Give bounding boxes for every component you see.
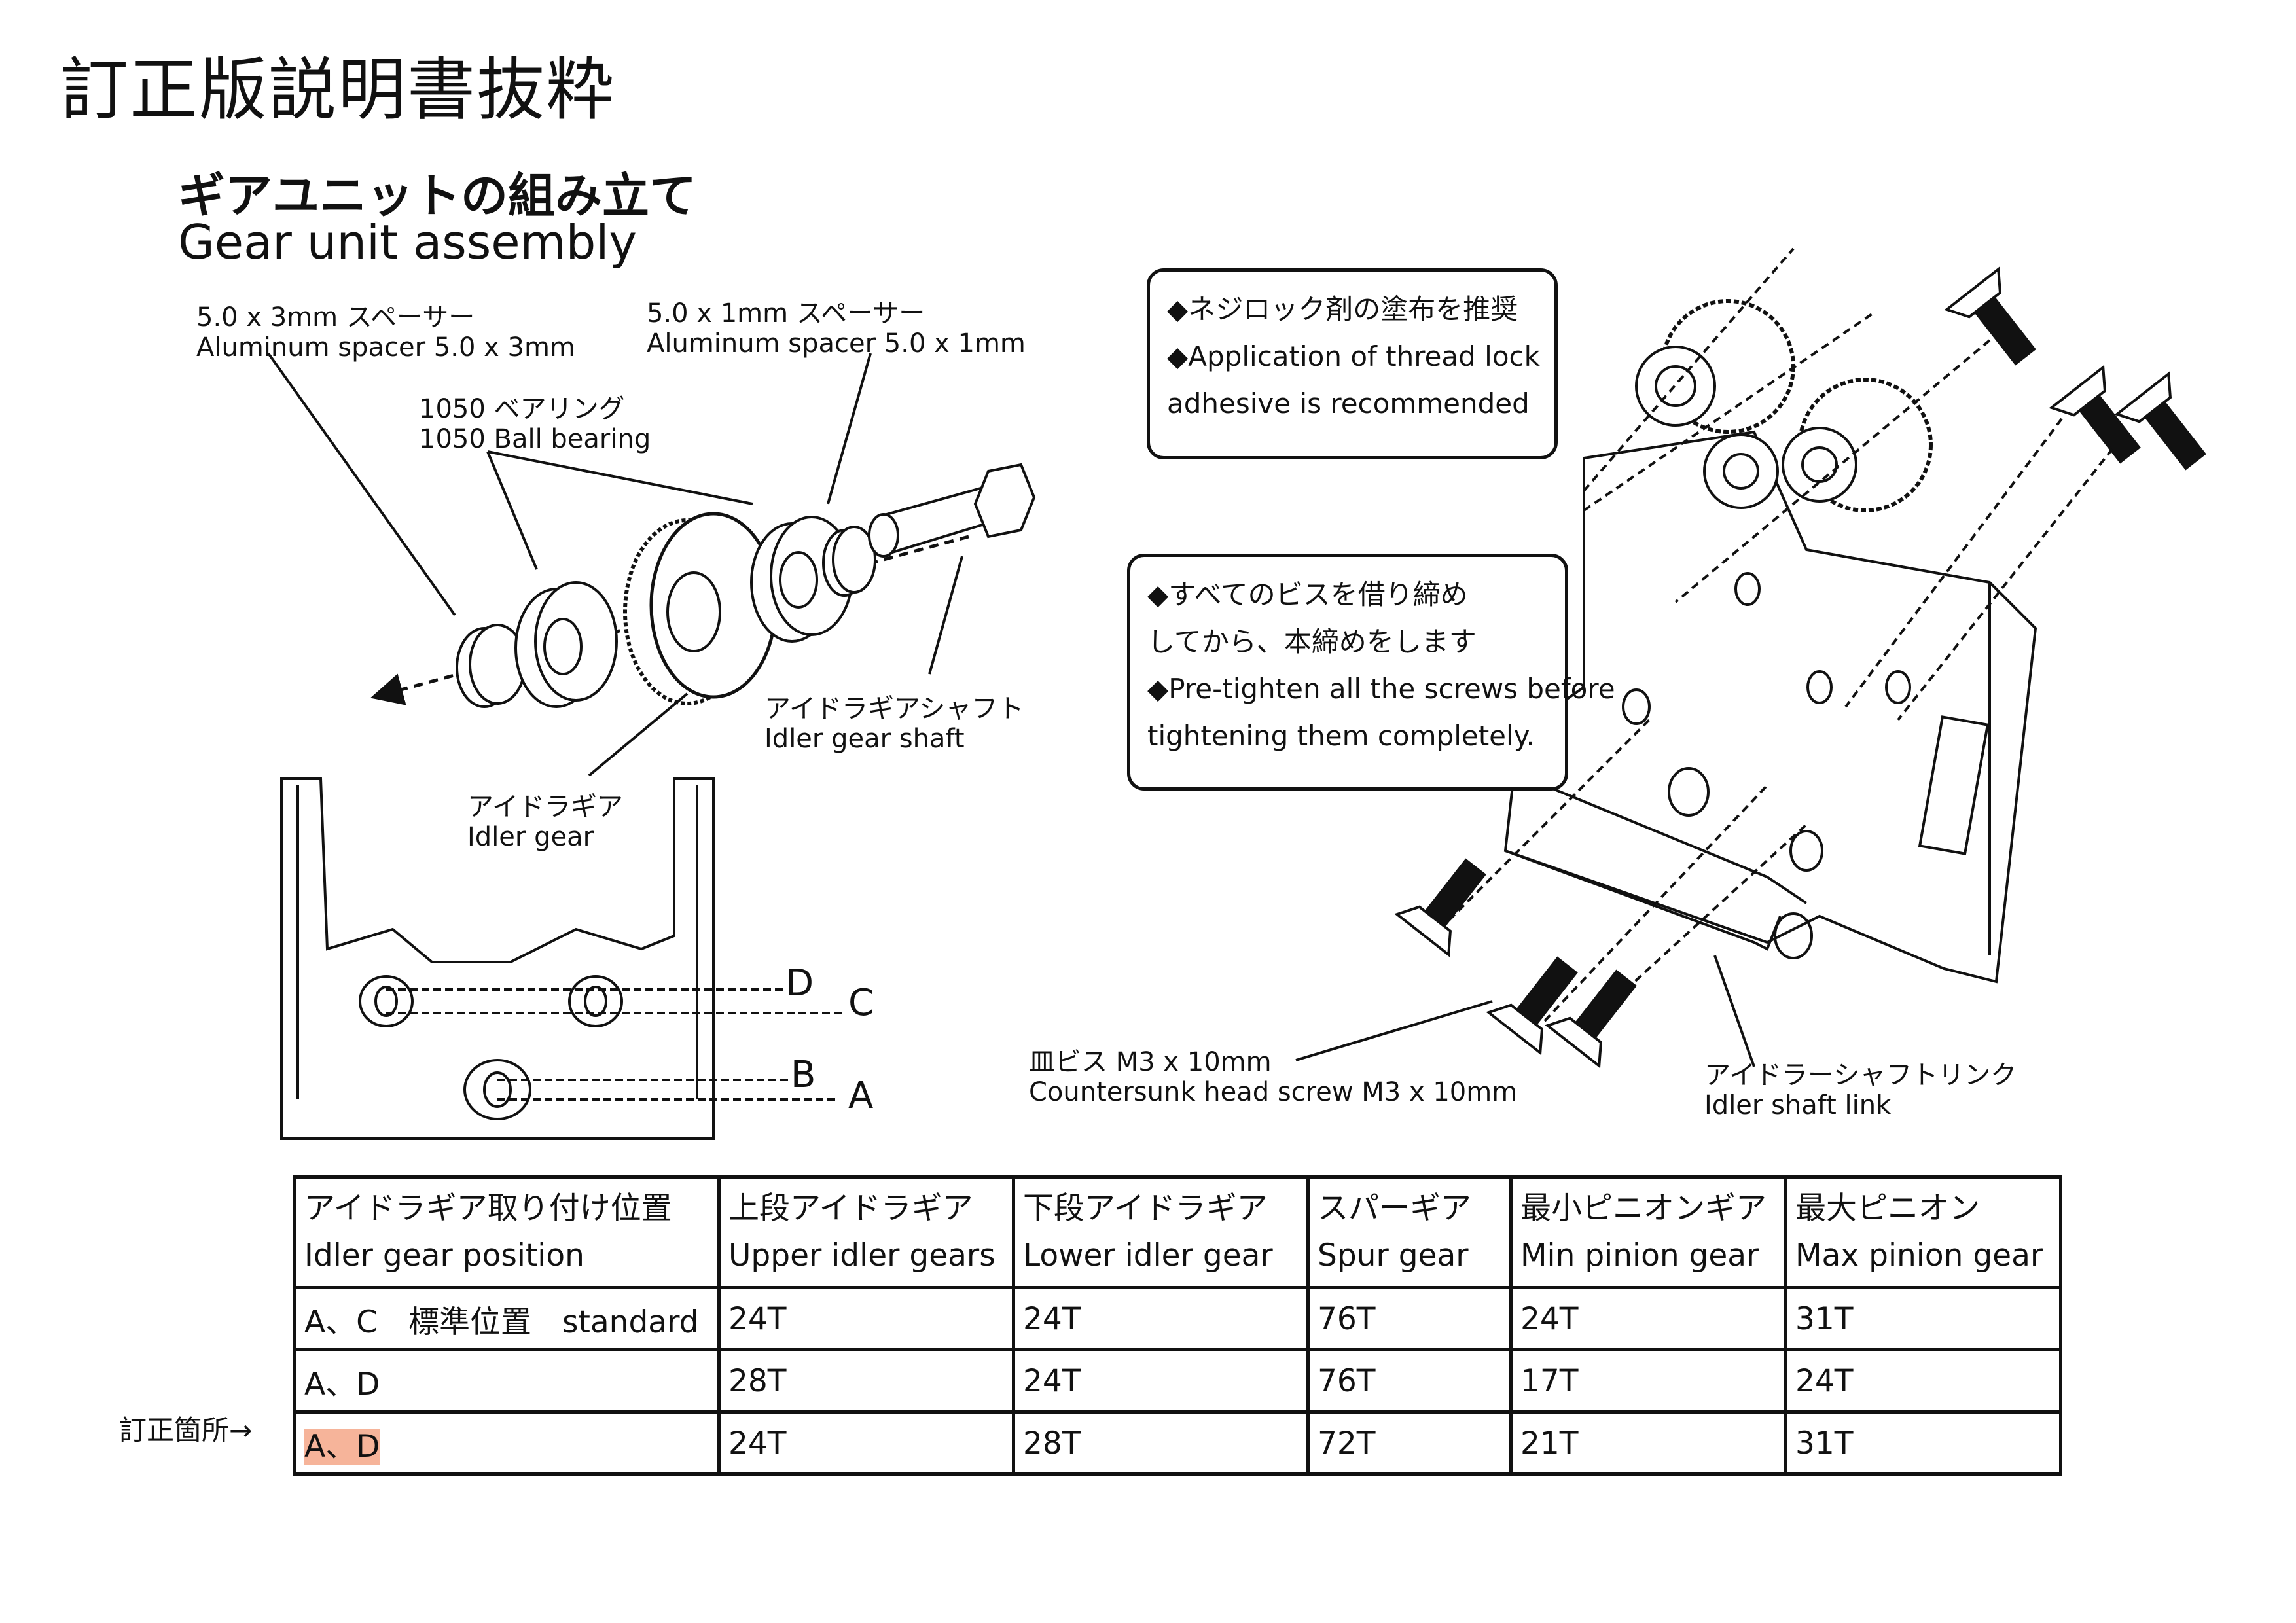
table-cell: 31T <box>1784 1286 2062 1351</box>
table-row: A、D 28T 24T 76T 17T 24T <box>293 1348 2062 1414</box>
table-cell: 28T <box>717 1348 1015 1414</box>
section-title-jp: ギアユニットの組み立て <box>178 168 697 223</box>
table-cell: 24T <box>1784 1348 2062 1414</box>
table-cell: 31T <box>1784 1410 2062 1476</box>
table-cell: A、D <box>293 1410 721 1476</box>
table-cell: 24T <box>1012 1286 1310 1351</box>
position-marker-d: D <box>785 962 814 1005</box>
table-cell: 76T <box>1306 1348 1513 1414</box>
table-cell: 21T <box>1509 1410 1787 1476</box>
table-cell: 24T <box>717 1286 1015 1351</box>
table-cell: 24T <box>1509 1286 1787 1351</box>
section-title-en: Gear unit assembly <box>178 215 637 270</box>
note-thread-lock: ◆ネジロック剤の塗布を推奨 ◆Application of thread loc… <box>1147 268 1558 459</box>
table-cell: 76T <box>1306 1286 1513 1351</box>
table-cell: 17T <box>1509 1348 1787 1414</box>
table-cell: 72T <box>1306 1410 1513 1476</box>
table-cell: 28T <box>1012 1410 1310 1476</box>
screw-drawings <box>1394 266 2206 1069</box>
position-marker-c: C <box>848 982 874 1024</box>
table-row: A、C 標準位置 standard 24T 24T 76T 24T 31T <box>293 1286 2062 1351</box>
document-title: 訂正版説明書抜粋 <box>60 50 616 130</box>
bracket-front-view-drawing <box>280 777 844 1140</box>
corrected-row-label: 訂正箇所→ <box>119 1414 253 1446</box>
table-row-corrected: A、D 24T 28T 72T 21T 31T <box>293 1410 2062 1476</box>
gearbox-isometric-drawing <box>1295 247 2122 1067</box>
corrected-highlight: A、D <box>304 1428 380 1465</box>
table-cell: A、D <box>293 1348 721 1414</box>
table-cell: 24T <box>1012 1348 1310 1414</box>
exploded-gear-assembly-drawing <box>370 463 1036 708</box>
table-cell: A、C 標準位置 standard <box>293 1286 721 1351</box>
table-cell: 24T <box>717 1410 1015 1476</box>
note-pre-tighten: ◆すべてのビスを借り締め してから、本締めをします ◆Pre-tighten a… <box>1127 554 1615 791</box>
position-marker-b: B <box>791 1054 816 1096</box>
position-marker-a: A <box>848 1075 874 1117</box>
